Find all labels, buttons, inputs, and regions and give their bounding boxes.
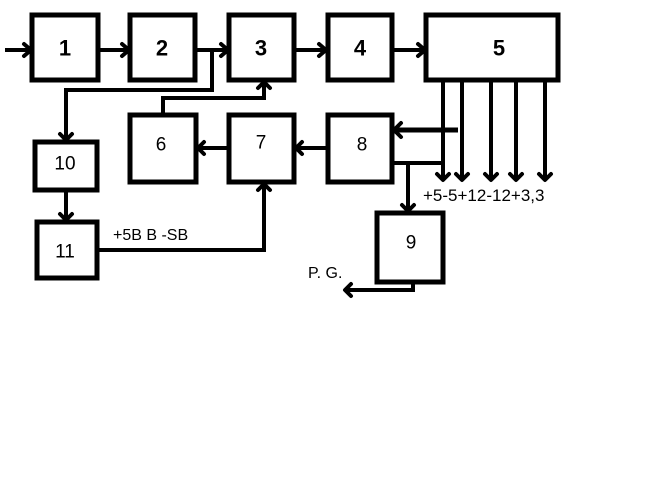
svg-text:9: 9 xyxy=(406,233,417,254)
svg-text:2: 2 xyxy=(156,36,168,61)
block-7: 7 xyxy=(226,112,297,185)
svg-text:7: 7 xyxy=(256,133,267,154)
svg-text:8: 8 xyxy=(357,135,368,156)
supply-outputs xyxy=(435,80,553,182)
block-3: 3 xyxy=(226,12,297,83)
connections xyxy=(5,42,553,298)
svg-text:10: 10 xyxy=(54,154,75,175)
line-11-7 xyxy=(97,184,266,252)
svg-text:3: 3 xyxy=(255,36,267,61)
block-4: 4 xyxy=(325,12,395,83)
standby-label: +5B B -SB xyxy=(113,227,188,244)
line-6-3 xyxy=(161,82,266,115)
svg-text:1: 1 xyxy=(59,36,71,61)
block-5: 5 xyxy=(423,12,561,83)
line-9-pg xyxy=(345,282,415,292)
svg-text:5: 5 xyxy=(493,36,505,61)
line-2-10 xyxy=(64,50,214,140)
svg-text:6: 6 xyxy=(156,135,167,156)
supply-voltages-label: +5-5+12-12+3,3 xyxy=(423,186,544,205)
svg-text:4: 4 xyxy=(354,36,367,61)
block-1: 1 xyxy=(29,12,101,83)
svg-text:11: 11 xyxy=(55,242,75,263)
block-11: 11 xyxy=(34,219,100,281)
block-10: 10 xyxy=(32,139,100,193)
block-2: 2 xyxy=(127,12,198,83)
power-good-label: P. G. xyxy=(308,265,342,282)
block-9: 9 xyxy=(374,210,446,285)
block-6: 6 xyxy=(127,112,199,185)
block-8: 8 xyxy=(325,112,395,185)
